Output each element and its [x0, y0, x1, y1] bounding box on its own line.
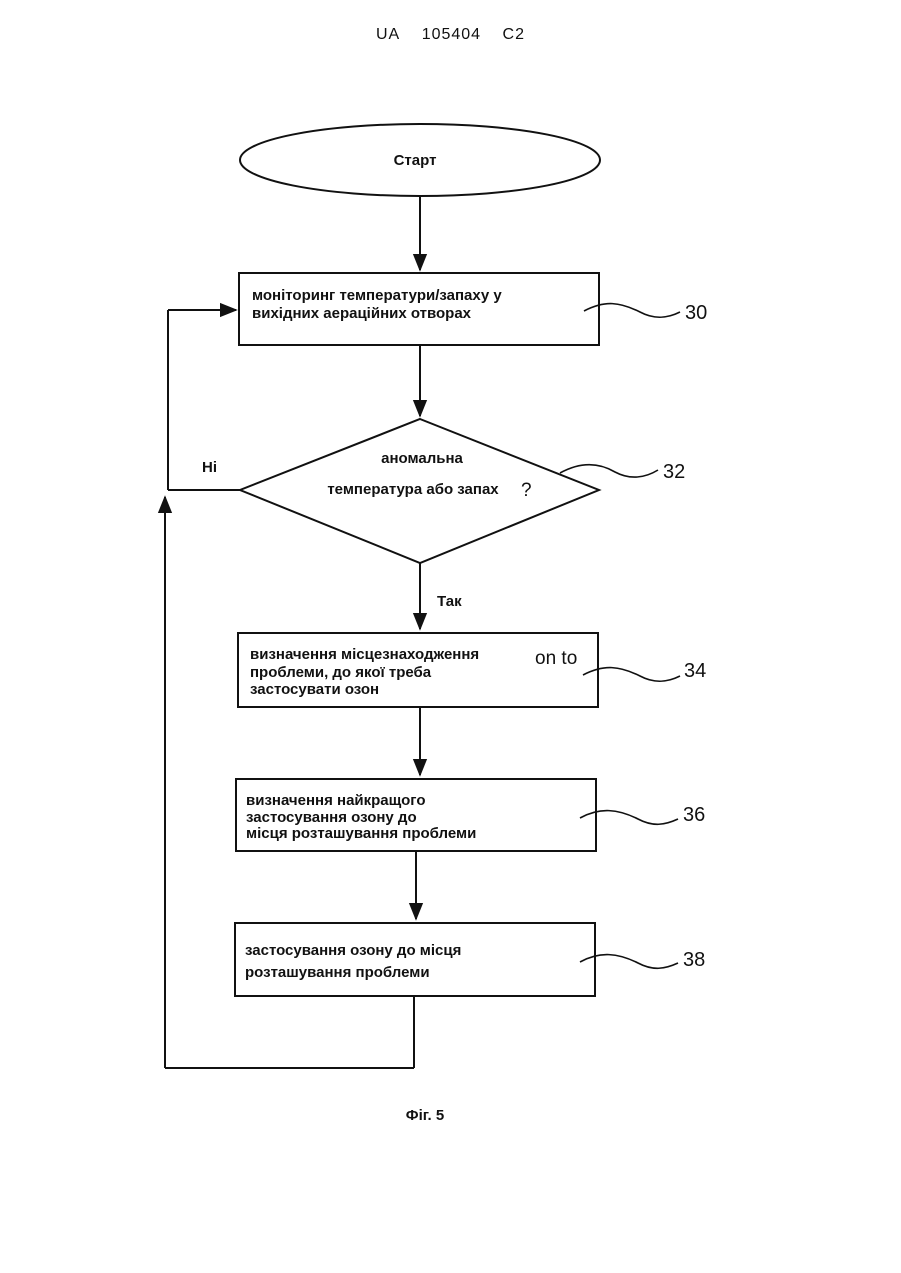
leader-36: [580, 811, 678, 825]
box30-line1: моніторинг температури/запаху у: [252, 287, 502, 304]
label-no: Ні: [202, 459, 217, 476]
box30-line2: вихідних аераційних отворах: [252, 305, 472, 322]
ref-36: 36: [683, 804, 705, 826]
box36-line3: місця розташування проблеми: [246, 825, 476, 842]
box34-line3: застосувати озон: [250, 681, 379, 698]
label-yes: Так: [437, 593, 462, 610]
box36-line2: застосування озону до: [246, 809, 417, 826]
box36-line1: визначення найкращого: [246, 792, 426, 809]
box-apply-ozone: [235, 923, 595, 996]
box38-line1: застосування озону до місця: [245, 942, 461, 959]
box34-line1: визначення місцезнаходження: [250, 646, 479, 663]
leader-32: [560, 465, 658, 477]
box38-line2: розташування проблеми: [245, 964, 430, 981]
ref-38: 38: [683, 949, 705, 971]
ref-32: 32: [663, 461, 685, 483]
dec32-line1: аномальна: [381, 450, 463, 467]
box34-extra: on to: [535, 648, 577, 669]
dec32-question-mark: ?: [521, 480, 532, 501]
box34-line2: проблеми, до якої треба: [250, 664, 432, 681]
ref-30: 30: [685, 302, 707, 324]
start-label: Старт: [394, 152, 437, 169]
ref-34: 34: [684, 660, 706, 682]
figure-caption: Фіг. 5: [406, 1107, 444, 1124]
dec32-line2: температура або запах: [327, 481, 499, 498]
